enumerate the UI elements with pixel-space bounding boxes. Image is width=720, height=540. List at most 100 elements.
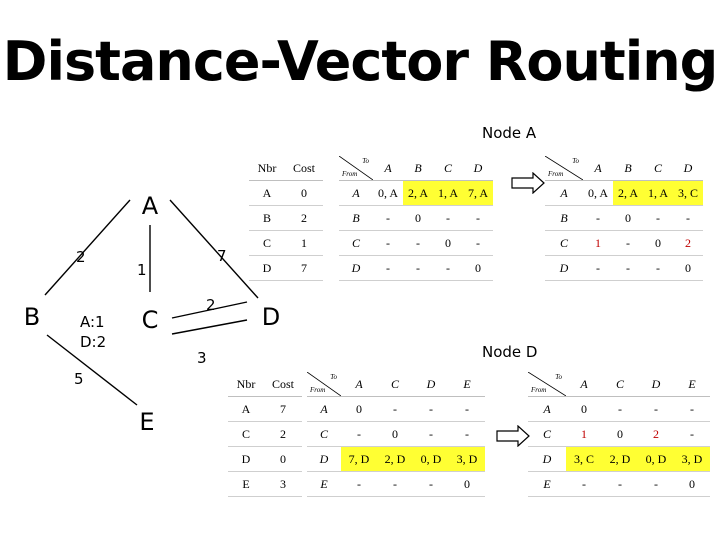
- a_nbr-cell: 0: [285, 180, 323, 206]
- a_nbr-cell: 7: [285, 255, 323, 281]
- d_dv2-row-label-c: C: [528, 421, 566, 447]
- a_dv1-cell: 0: [463, 255, 493, 281]
- graph-node-d: D: [261, 303, 281, 331]
- weight-a-c: 1: [137, 261, 147, 279]
- a_nbr-cell: B: [249, 205, 285, 231]
- a_dv1-cell: -: [433, 255, 463, 281]
- d_dv1-cell: -: [341, 471, 377, 497]
- d_nbr-cell: C: [228, 421, 264, 447]
- d_dv1-col-header-d: D: [413, 372, 449, 397]
- weight-a-b: 2: [76, 248, 86, 266]
- d_dv2-cell: -: [602, 471, 638, 497]
- a_nbr-cell: 1: [285, 230, 323, 256]
- a_nbr-cell: 2: [285, 205, 323, 231]
- update-arrow-node-a: [511, 172, 545, 194]
- d_dv2-row-label-e: E: [528, 471, 566, 497]
- d_dv1-corner-from: From: [310, 386, 326, 394]
- a_dv1-cell: 7, A: [463, 180, 493, 206]
- d_dv2-cell: 0: [566, 396, 602, 422]
- weight-a-d: 7: [217, 247, 227, 265]
- d_dv1-cell: -: [449, 396, 485, 422]
- d_dv2-row-label-a: A: [528, 396, 566, 422]
- d_dv2-cell: 2: [638, 421, 674, 447]
- a_dv2-cell: -: [673, 205, 703, 231]
- a_dv1-cell: 0, A: [373, 180, 403, 206]
- d_dv2-cell: -: [674, 396, 710, 422]
- d_dv2-cell: 3, D: [674, 446, 710, 472]
- a_nbr-header-cost: Cost: [285, 156, 323, 181]
- a_dv2-row-label-c: C: [545, 230, 583, 256]
- d_dv2-cell: -: [674, 421, 710, 447]
- d_dv2-col-header-c: C: [602, 372, 638, 397]
- a_dv1-corner-from: From: [342, 170, 358, 178]
- edge-a-b: [44, 199, 131, 296]
- a_dv2-cell: 0: [673, 255, 703, 281]
- d_dv1-corner-to: To: [330, 373, 337, 381]
- table-row: C-0--: [307, 421, 485, 447]
- a_dv1-cell: 2, A: [403, 180, 433, 206]
- a_dv2-cell: -: [583, 255, 613, 281]
- d_nbr-cell: 3: [264, 471, 302, 497]
- d_nbr-cell: E: [228, 471, 264, 497]
- d_nbr-header-nbr: Nbr: [228, 372, 264, 397]
- d_dv2-cell: 0, D: [638, 446, 674, 472]
- d_dv1-cell: 2, D: [377, 446, 413, 472]
- a_dv1-row-label-b: B: [339, 205, 373, 231]
- a_dv2-cell: 0: [613, 205, 643, 231]
- a_dv2-cell: 1: [583, 230, 613, 256]
- a_dv2-corner-from: From: [548, 170, 564, 178]
- d_dv1-cell: 0: [377, 421, 413, 447]
- a_dv2-cell: 0: [643, 230, 673, 256]
- a_dv1-col-header-d: D: [463, 156, 493, 181]
- a_dv2-row-label-d: D: [545, 255, 583, 281]
- edge-a-d: [169, 199, 259, 299]
- weight-c-e: 3: [197, 349, 207, 367]
- d_dv1-cell: -: [377, 471, 413, 497]
- a_dv1-cell: -: [373, 255, 403, 281]
- a_dv1-cell: 1, A: [433, 180, 463, 206]
- a_dv1-cell: -: [373, 205, 403, 231]
- d_nbr-cell: 7: [264, 396, 302, 422]
- corner-diagonal: [528, 372, 566, 396]
- a_dv1-corner-to: To: [362, 157, 369, 165]
- a_dv1-row-label-a: A: [339, 180, 373, 206]
- d_nbr-cell: 2: [264, 421, 302, 447]
- graph-node-e: E: [139, 408, 155, 436]
- a_dv1-cell: -: [463, 205, 493, 231]
- a_nbr-cell: C: [249, 230, 285, 256]
- d_nbr-cell: D: [228, 446, 264, 472]
- d_dv1-col-header-a: A: [341, 372, 377, 397]
- d_dv1-row-label-c: C: [307, 421, 341, 447]
- a_dv2-col-header-a: A: [583, 156, 613, 181]
- d_dv1-cell: -: [413, 471, 449, 497]
- a_dv2-col-header-d: D: [673, 156, 703, 181]
- d_dv2-cell: 2, D: [602, 446, 638, 472]
- d_dv2-corner-from: From: [531, 386, 547, 394]
- a_dv1-row-label-d: D: [339, 255, 373, 281]
- a_dv1-col-header-a: A: [373, 156, 403, 181]
- a_dv2-cell: 2, A: [613, 180, 643, 206]
- d_dv2-cell: 0: [674, 471, 710, 497]
- edge-c-d: [171, 301, 248, 319]
- table-row: E---0: [307, 471, 485, 497]
- graph-node-a: A: [141, 192, 159, 220]
- d_dv2-cell: 0: [602, 421, 638, 447]
